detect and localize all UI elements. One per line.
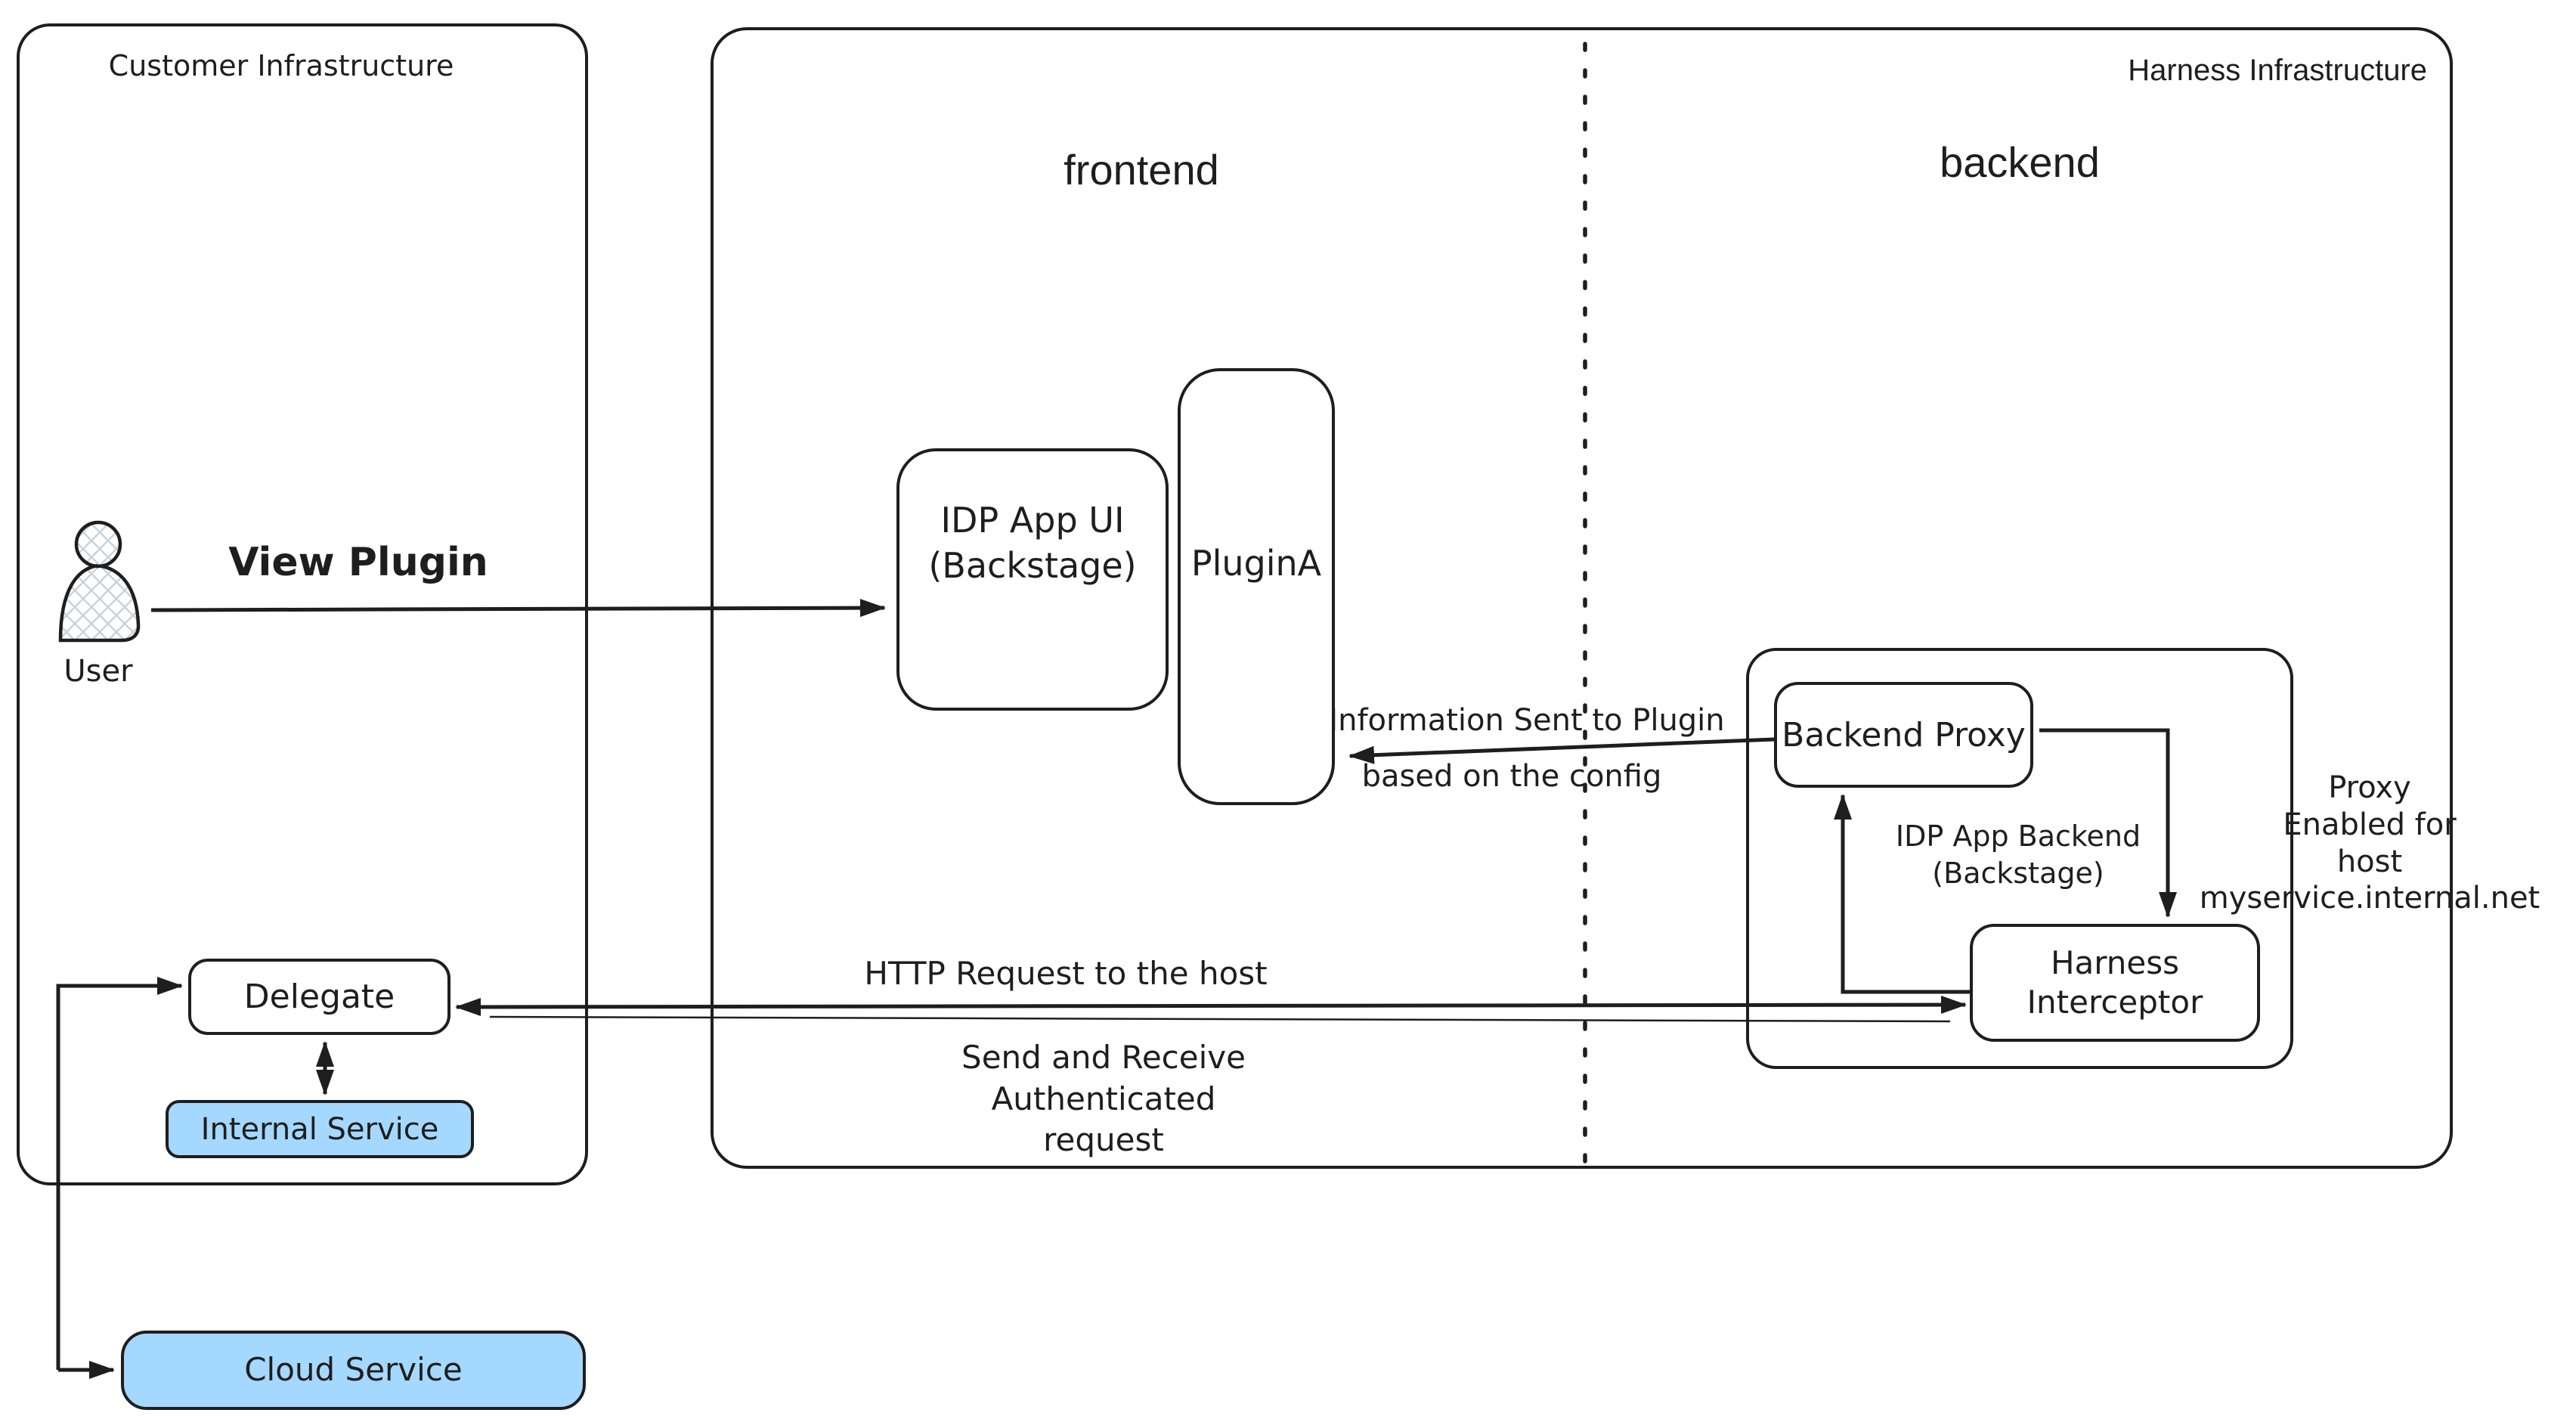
idp-backend-container-box	[1746, 648, 2293, 1069]
plugin-a-label: PluginA	[1190, 543, 1322, 584]
harness-infrastructure-label: Harness Infrastructure	[2128, 54, 2427, 87]
harness-interceptor-box: Harness Interceptor	[1970, 924, 2260, 1042]
plugin-a-box: PluginA	[1178, 368, 1335, 805]
view-plugin-label: View Plugin	[228, 540, 488, 585]
proxy-enabled-note: Proxy Enabled for host myservice.interna…	[2199, 770, 2540, 916]
backend-label: backend	[1940, 138, 2100, 186]
internal-service-box: Internal Service	[166, 1100, 474, 1158]
http-request-label: HTTP Request to the host	[864, 955, 1268, 992]
idp-app-ui-box: IDP App UI (Backstage)	[896, 448, 1169, 711]
backend-proxy-box: Backend Proxy	[1774, 682, 2033, 788]
backend-proxy-label: Backend Proxy	[1782, 715, 2026, 754]
harness-infrastructure-box	[711, 27, 2453, 1169]
information-sent-label: Information Sent to Plugin	[1329, 703, 1725, 738]
customer-infrastructure-box	[17, 23, 588, 1185]
customer-infrastructure-label: Customer Infrastructure	[108, 49, 454, 82]
idp-app-backend-label: IDP App Backend (Backstage)	[1895, 820, 2141, 891]
delegate-box: Delegate	[188, 959, 450, 1035]
cloud-service-label: Cloud Service	[244, 1351, 463, 1389]
harness-interceptor-label: Harness Interceptor	[2026, 943, 2203, 1021]
idp-app-ui-label: IDP App UI (Backstage)	[928, 500, 1137, 586]
frontend-label: frontend	[1064, 146, 1219, 194]
send-receive-label: Send and Receive Authenticated request	[961, 1039, 1246, 1159]
based-on-config-label: based on the config	[1361, 759, 1662, 794]
delegate-label: Delegate	[243, 978, 395, 1016]
internal-service-label: Internal Service	[200, 1111, 439, 1147]
user-label: User	[63, 654, 133, 689]
cloud-service-box: Cloud Service	[121, 1331, 586, 1410]
